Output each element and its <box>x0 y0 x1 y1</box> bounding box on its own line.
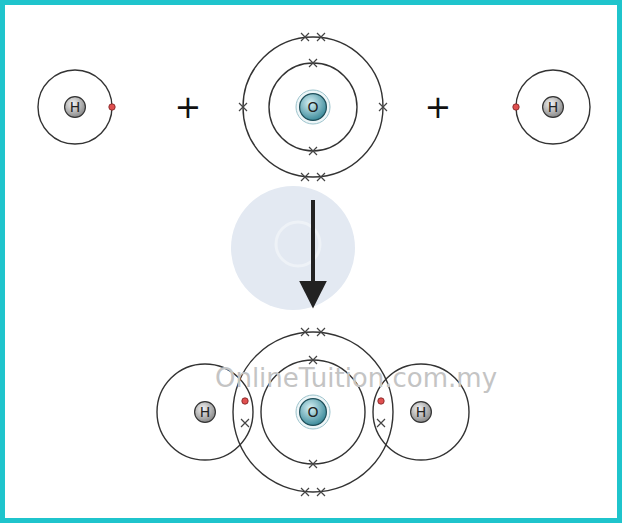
electron-cross <box>301 173 309 181</box>
electron-cross <box>309 460 317 468</box>
electron-dot <box>109 104 115 110</box>
electron-cross <box>241 419 249 427</box>
watermark-logo <box>231 186 355 310</box>
watermark: OnlineTuition.com.my <box>215 365 497 391</box>
element-symbol: O <box>299 93 327 121</box>
element-symbol: H <box>194 401 216 423</box>
electron-cross <box>317 33 325 41</box>
electron-cross <box>301 33 309 41</box>
atom-nucleus: H <box>410 401 432 423</box>
electron-cross <box>309 356 317 364</box>
electron-cross <box>317 328 325 336</box>
electron-dot <box>242 398 248 404</box>
atom-nucleus: H <box>64 96 86 118</box>
atom-nucleus: O <box>299 93 327 121</box>
electron-cross <box>317 488 325 496</box>
plus-sign: + <box>425 91 452 123</box>
atom-nucleus: H <box>542 96 564 118</box>
electron-cross <box>317 173 325 181</box>
electron-cross <box>309 147 317 155</box>
electron-shell <box>516 70 590 144</box>
electron-dot <box>378 398 384 404</box>
electron-cross <box>309 59 317 67</box>
electron-cross <box>377 419 385 427</box>
element-symbol: H <box>64 96 86 118</box>
atom-nucleus: H <box>194 401 216 423</box>
electron-crosses <box>239 33 387 496</box>
electron-shell <box>233 332 393 492</box>
electron-dot <box>513 104 519 110</box>
electron-shell <box>243 37 383 177</box>
electron-cross <box>239 103 247 111</box>
electron-shell <box>269 63 357 151</box>
electron-cross <box>301 328 309 336</box>
element-symbol: H <box>542 96 564 118</box>
electron-cross <box>379 103 387 111</box>
element-symbol: O <box>299 398 327 426</box>
electron-cross <box>301 488 309 496</box>
atom-nucleus: O <box>299 398 327 426</box>
element-symbol: H <box>410 401 432 423</box>
electron-shell <box>38 70 112 144</box>
plus-sign: + <box>175 91 202 123</box>
reaction-arrow <box>311 200 315 303</box>
